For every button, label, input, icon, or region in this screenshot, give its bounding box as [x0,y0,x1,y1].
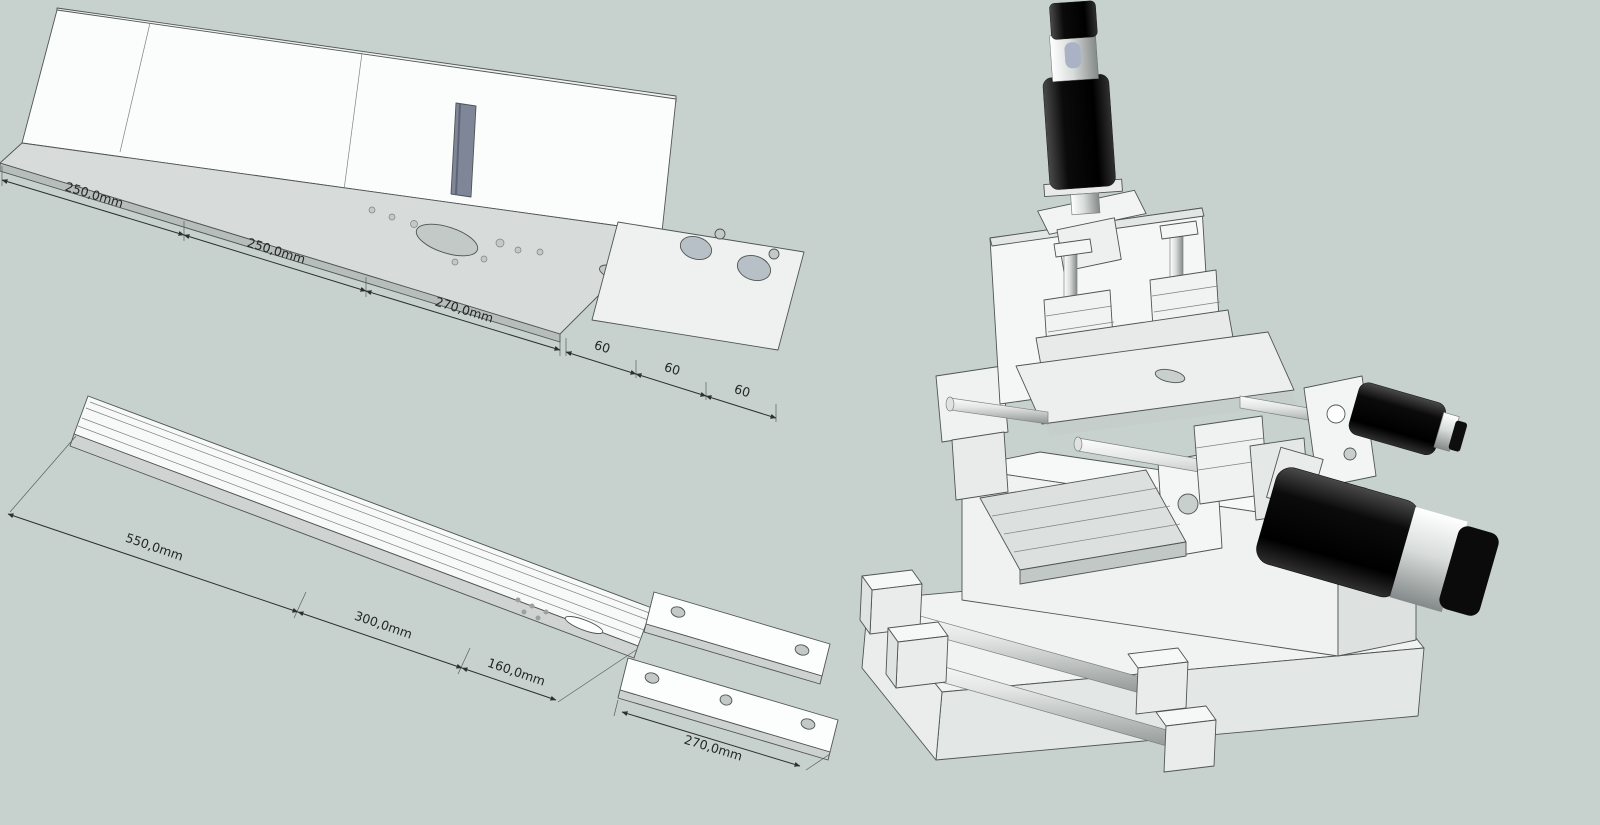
motor-body [1042,74,1116,190]
motor-cap [1049,0,1098,40]
block-front [895,635,949,689]
dimension-line[interactable] [1,179,185,236]
block-ridge [1153,301,1221,313]
motor-cap [1448,420,1468,452]
flange-hole [495,238,505,248]
y-axis-motor[interactable] [1249,446,1508,624]
rail-end-block [885,621,949,689]
plate-hole [1326,404,1346,424]
motor-cap [1439,526,1499,616]
dim-label[interactable]: 60 [593,337,613,356]
block-front [1135,661,1189,715]
left-support-lower [951,431,1009,501]
plate-hole [1343,447,1357,461]
plate-shadow [1044,388,1296,436]
dimension-line[interactable] [461,667,557,701]
block-front [1163,719,1217,773]
witness-line [613,699,619,717]
dim-label[interactable]: 60 [733,381,753,400]
wall-fold-line [119,22,151,153]
bar-edge-face [643,623,823,685]
rod-end-face [1073,436,1083,452]
dimension-line[interactable] [183,234,367,292]
rail-bottom-edge [69,433,639,659]
rail-groove [77,425,641,639]
dimension-line[interactable] [7,513,299,613]
rod-cap [1159,220,1199,240]
rail-hole [535,615,541,621]
dimension-line[interactable] [635,373,707,397]
rail-groove [89,401,653,615]
rod-end-face [945,396,955,412]
rail-hole [529,603,535,609]
stage-plate-hole [1154,368,1186,384]
block-ridge [1045,305,1113,317]
dimension-line[interactable] [565,351,637,375]
block-side [885,627,899,689]
block-ridge [1047,321,1115,333]
table-groove [991,487,1159,517]
table-front-edge [1019,541,1187,585]
flange-hole [388,213,396,221]
bar-hole [794,644,810,656]
table-groove [1003,505,1171,535]
table-groove [1013,523,1181,553]
wall-slot-shade [455,103,461,196]
part-flat-bar-1[interactable] [643,591,831,685]
bar-hole [800,718,816,730]
rail-groove [85,407,649,621]
flange-hole [514,246,522,254]
rail-end-block [1127,647,1189,715]
rod-cap [1053,238,1093,258]
dim-label[interactable]: 60 [663,359,683,378]
witness-line [805,753,831,771]
bar-hole [670,606,686,618]
rail-hole [515,597,521,603]
extension-small-hole [714,228,726,240]
machine-assembly[interactable] [859,0,1508,773]
extension-small-hole [768,248,780,260]
rail-slot-hole [564,615,604,635]
dimension-line[interactable] [365,290,561,351]
block-side [859,575,873,635]
stage-top-plate [1015,331,1295,425]
motor-neck-slot [1064,42,1082,69]
rail-hole [521,609,527,615]
motor-coupler [1070,192,1101,216]
flange-hole [368,206,376,214]
part-rail-extrusion[interactable] [69,395,653,659]
witness-line [457,647,471,675]
dimension-line[interactable] [705,395,777,419]
extension-large-hole [679,235,713,261]
bar-hole [719,694,733,706]
block-ridge [1151,285,1219,297]
flange-large-hole [415,223,479,257]
witness-line [557,649,637,703]
witness-line [293,591,307,619]
x-axis-motor[interactable] [1347,380,1471,463]
extension-plate-face [591,221,805,351]
wall-fold-line [343,52,363,191]
rail-end-block [1155,705,1217,773]
dimension-line[interactable] [621,711,801,767]
witness-line [9,435,77,513]
flange-hole [451,258,459,266]
bracket-hole [1177,493,1199,515]
extension-large-hole [736,254,772,282]
dimension-line[interactable] [297,611,463,669]
flange-hole [480,255,488,263]
rail-hole [543,609,549,615]
block-ridge [1195,437,1265,449]
flange-hole [536,248,544,256]
bar-hole [644,672,660,684]
rail-end-block [859,569,923,635]
rail-groove [81,417,645,631]
flange-hole [410,220,418,228]
